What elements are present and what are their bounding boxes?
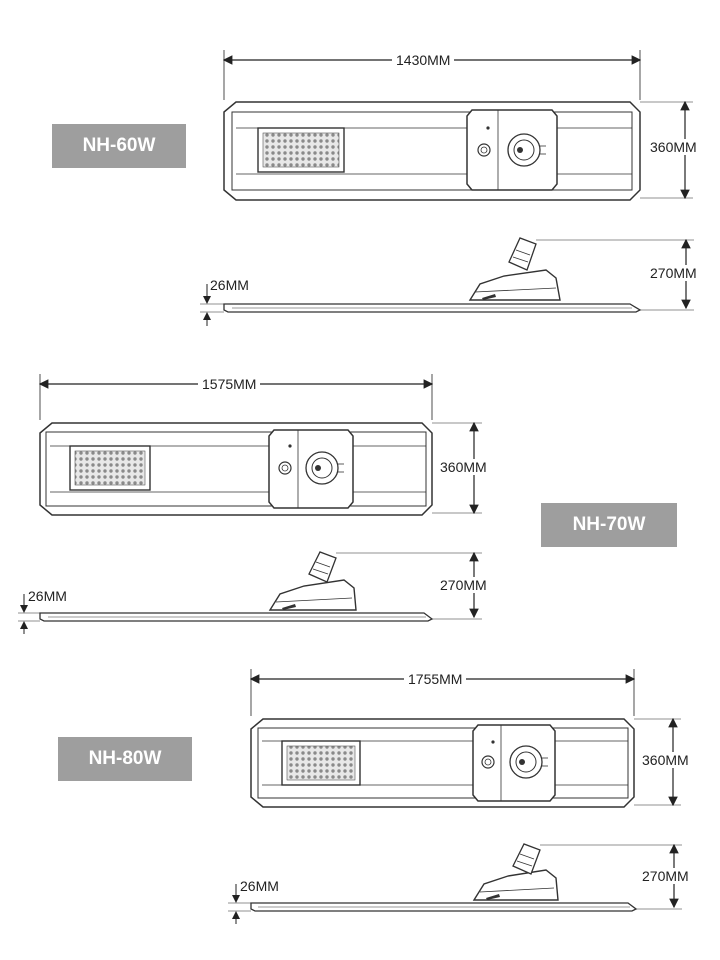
length-label-nh60: 1430MM (392, 52, 455, 68)
lamp-side-view-nh70 (18, 551, 482, 634)
lamp-top-view-nh70 (38, 374, 482, 516)
lamp-top-view-nh80 (249, 669, 681, 808)
height-label-nh70: 270MM (438, 577, 489, 593)
height-label-nh80: 270MM (640, 868, 691, 884)
model-label-nh80: NH-80W (58, 737, 192, 781)
model-label-nh70: NH-70W (541, 503, 677, 547)
thickness-label-nh60: 26MM (208, 277, 251, 293)
height-label-nh60: 270MM (648, 265, 699, 281)
lamp-side-view-nh60 (200, 237, 694, 326)
width-label-nh60: 360MM (648, 139, 699, 155)
thickness-label-nh70: 26MM (26, 588, 69, 604)
length-label-nh80: 1755MM (404, 671, 467, 687)
model-label-nh60: NH-60W (52, 124, 186, 168)
lamp-side-view-nh80 (228, 843, 682, 924)
width-label-nh80: 360MM (640, 752, 691, 768)
lamp-top-view-nh60 (222, 50, 693, 201)
thickness-label-nh80: 26MM (238, 878, 281, 894)
length-label-nh70: 1575MM (198, 376, 261, 392)
width-label-nh70: 360MM (438, 459, 489, 475)
